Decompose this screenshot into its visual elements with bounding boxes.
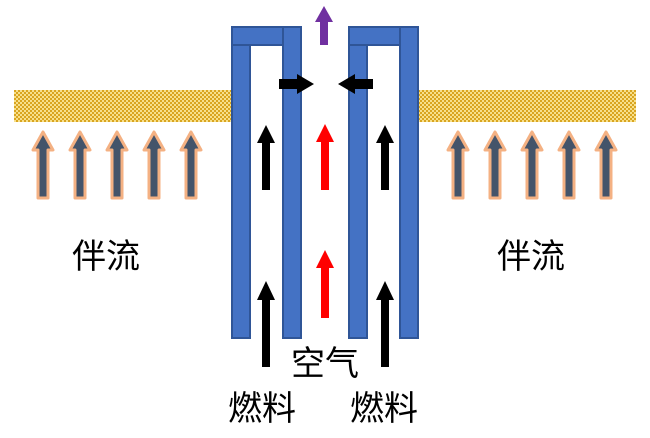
burner-wall-left — [231, 26, 302, 339]
fuel-arrow-upper-right — [376, 125, 394, 190]
coflow-arrow — [446, 130, 470, 200]
fuel-arrow-lower-left — [257, 281, 275, 367]
coflow-arrow — [520, 130, 544, 200]
coflow-arrows-right — [446, 130, 618, 200]
coflow-arrow — [179, 130, 203, 200]
air-arrows — [316, 124, 334, 318]
fuel-arrows — [257, 125, 394, 367]
coflow-label-left: 伴流 — [72, 237, 140, 277]
fuel-arrow-upper-left — [257, 125, 275, 190]
coflow-arrows-left — [31, 130, 203, 200]
air-arrow-upper — [316, 124, 334, 190]
air-label: 空气 — [291, 344, 359, 384]
coflow-band-left — [14, 90, 232, 122]
coflow-arrow — [105, 130, 129, 200]
fuel-label-left: 燃料 — [228, 389, 296, 429]
coflow-arrow — [483, 130, 507, 200]
fuel-arrow-lower-right — [376, 281, 394, 367]
coflow-arrow — [68, 130, 92, 200]
fuel-label-right: 燃料 — [350, 389, 418, 429]
air-arrow-lower — [316, 250, 334, 318]
inward-arrow-left — [279, 74, 314, 94]
inward-arrows — [279, 74, 373, 94]
coflow-arrow — [142, 130, 166, 200]
inward-arrow-right — [338, 74, 373, 94]
coflow-arrow — [557, 130, 581, 200]
exhaust-arrow — [315, 6, 333, 45]
coflow-label-right: 伴流 — [497, 237, 565, 277]
coflow-arrow — [594, 130, 618, 200]
burner-wall-right — [348, 26, 419, 339]
coflow-band-right — [419, 90, 636, 122]
coflow-arrow — [31, 130, 55, 200]
